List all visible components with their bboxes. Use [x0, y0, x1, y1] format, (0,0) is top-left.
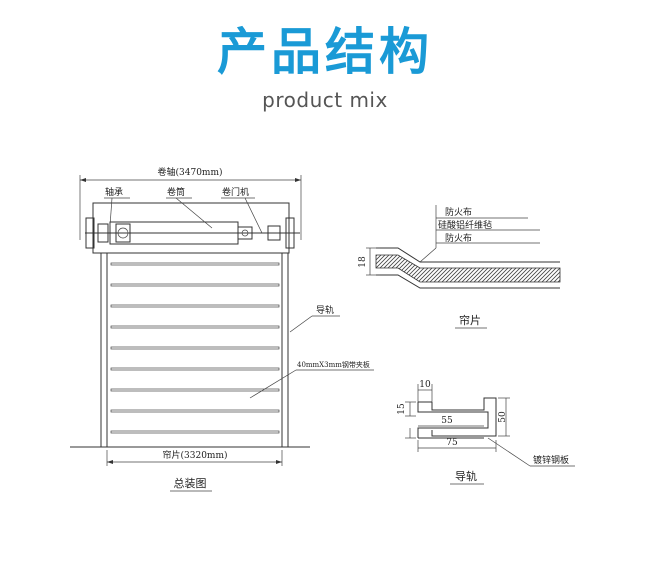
assembly-drawing: 卷轴(3470mm) 轴承 卷筒 卷门机 [70, 166, 374, 492]
layer-middle-label: 硅酸铝纤维毡 [438, 219, 492, 231]
insulation-layer [375, 254, 561, 283]
bearing-label: 轴承 [105, 186, 123, 198]
rail-caption: 导轨 [455, 469, 477, 483]
rail-section-drawing: 10 15 55 50 75 镀锌钢板 导轨 [397, 380, 575, 485]
dim-55-label: 55 [441, 416, 453, 426]
motor-label: 卷门机 [222, 186, 249, 198]
layer-top-label: 防火布 [445, 206, 472, 218]
material-label: 镀锌钢板 [533, 454, 569, 466]
page-title: 产品结构 [217, 23, 433, 81]
bearing-left [85, 217, 131, 249]
curtain-section-drawing: 防火布 硅酸铝纤维毡 防火布 18 帘片 [358, 205, 561, 329]
dim-75-label: 75 [446, 438, 458, 448]
dim-15-label: 15 [397, 403, 407, 415]
guide-rail-label: 导轨 [316, 304, 334, 316]
curtain-caption: 帘片 [459, 313, 481, 327]
thickness-label: 18 [358, 256, 368, 268]
shaft-dimension-label: 卷轴(3470mm) [158, 166, 223, 178]
rail-profile [417, 397, 497, 438]
assembly-caption: 总装图 [174, 476, 207, 490]
page-subtitle: product mix [262, 88, 388, 112]
layer-bottom-label: 防火布 [445, 232, 472, 244]
dim-50-label: 50 [498, 411, 508, 423]
curtain-dimension-line [106, 450, 283, 466]
curtain-dimension-label: 帘片(3320mm) [163, 449, 228, 461]
steel-strip-label: 40mmX3mm钢带夹板 [297, 360, 370, 369]
shaft-dimension-line [79, 175, 302, 240]
roller-housing [92, 202, 290, 254]
drum-label: 卷筒 [167, 186, 185, 198]
curtain-slats [110, 262, 280, 434]
motor [237, 217, 295, 249]
dim-10-label: 10 [419, 380, 431, 390]
